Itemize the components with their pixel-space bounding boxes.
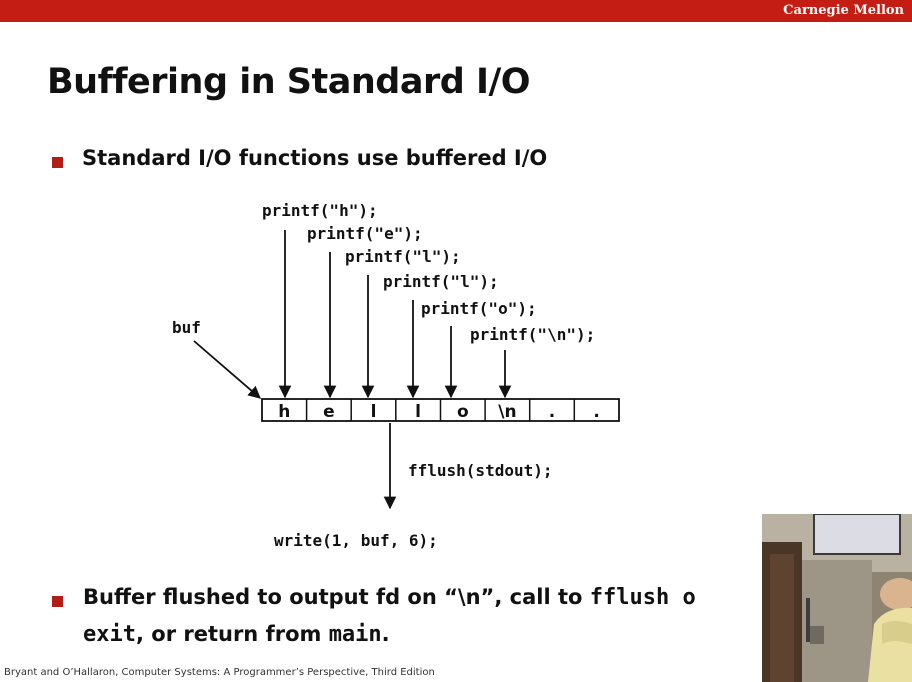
buffer-cell-char: e [323,402,335,422]
buffer-cell-char: l [371,402,377,422]
bullet-marker-2 [52,596,63,607]
printf-call-label: printf("l"); [383,272,499,291]
write-call-label: write(1, buf, 6); [274,531,438,550]
slide-title: Buffering in Standard I/O [47,62,531,102]
bullet-2-text: . [381,622,390,646]
presenter-video-frame [762,514,912,682]
buffer-cell-char: l [415,402,421,422]
bullet-2-text: , or return from [135,622,329,646]
bullet-2-text: Buffer flushed to output fd on “\n”, cal… [83,585,590,609]
buffer-cell-char: \n [498,402,516,422]
main-code: main [328,622,382,647]
fflush-call-label: fflush(stdout); [408,461,553,480]
buf-pointer-arrow [193,340,261,399]
bullet-2-line-1: Buffer flushed to output fd on “\n”, cal… [83,585,696,610]
buffer-cell-char: . [549,402,555,422]
printf-call-label: printf("o"); [421,299,537,318]
bullet-marker-1 [52,157,63,168]
buffer-cell-char: . [593,402,599,422]
fflush-code: fflush o [589,585,696,610]
bullet-2-line-2: exit, or return from main. [83,622,390,647]
printf-call-label: printf("e"); [307,224,423,243]
exit-code: exit [83,622,136,647]
buffer-cell-char: o [457,402,469,422]
presenter-webcam-inset [762,514,912,682]
printf-call-label: printf("\n"); [470,325,595,344]
buffer-cell-char: h [278,402,290,422]
brand-label: Carnegie Mellon [783,3,904,18]
bullet-1-text: Standard I/O functions use buffered I/O [82,146,548,170]
printf-call-label: printf("h"); [262,201,378,220]
printf-call-label: printf("l"); [345,247,461,266]
header-bar: Carnegie Mellon [0,0,912,22]
footer-citation: Bryant and O’Hallaron, Computer Systems:… [4,667,435,678]
buf-label: buf [172,318,201,337]
